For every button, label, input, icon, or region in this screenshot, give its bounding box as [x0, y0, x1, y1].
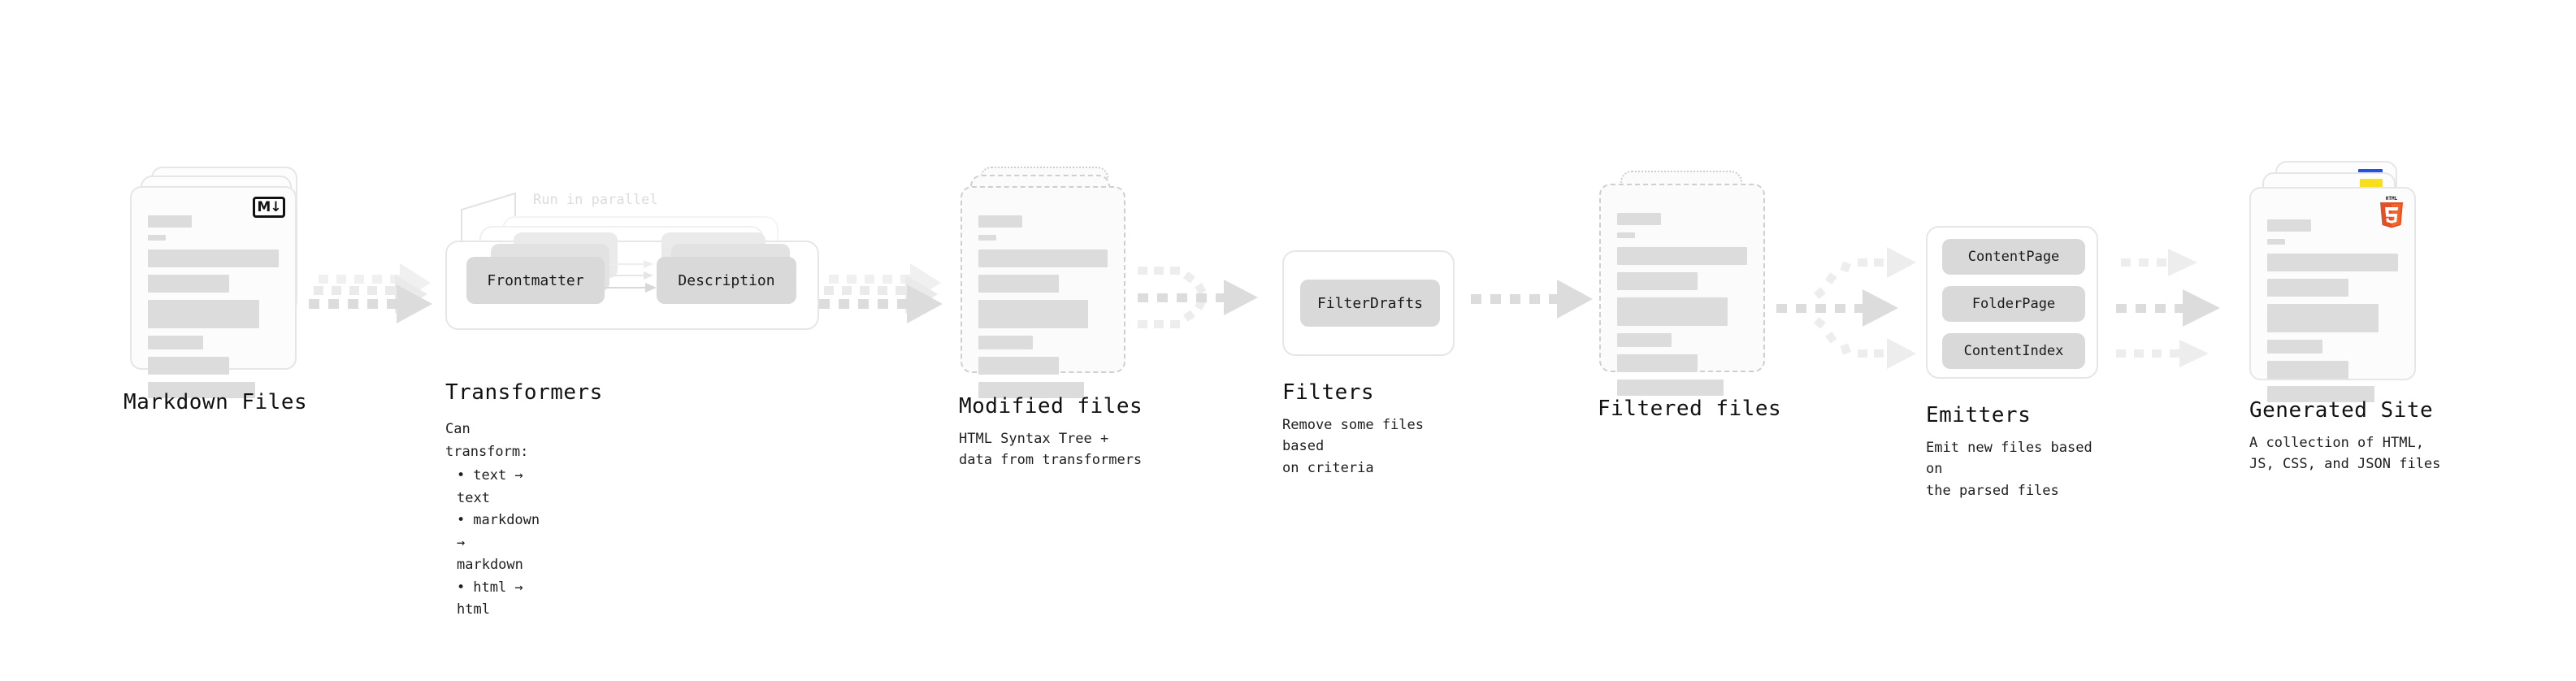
transformers-description-head: Can transform:	[445, 421, 529, 460]
transformer-inner-arrows	[603, 260, 657, 293]
markdown-badge: M↓	[253, 197, 285, 218]
site-placeholder-lines	[2267, 219, 2398, 410]
stage-label-markdown-files: Markdown Files	[124, 390, 308, 414]
emitters-description: Emit new files based on the parsed files	[1926, 440, 2092, 499]
arrow-filtered-to-emitters	[1776, 247, 1916, 369]
parallel-annotation: Run in parallel	[533, 192, 658, 208]
transformer-bullet-text: text → text	[457, 465, 540, 510]
stage-generated-site: HTML Generated Site A collecti	[2249, 161, 2452, 472]
filtered-file-stack	[1599, 171, 1786, 396]
stage-label-generated-site: Generated Site	[2249, 398, 2434, 423]
transformer-bullet-markdown: markdown → markdown	[457, 510, 540, 577]
filtered-placeholder-lines	[1617, 213, 1747, 403]
filters-description: Remove some files based on criteria	[1282, 417, 1424, 476]
modified-placeholder-lines	[978, 215, 1108, 406]
stage-label-modified-files: Modified files	[959, 394, 1143, 419]
html5-badge: HTML	[2380, 196, 2403, 228]
stage-markdown-files: M↓ M↓ M↓ Markdown Files	[124, 167, 317, 414]
transformer-group-front: Frontmatter Frontmatter Frontmatter Desc…	[445, 232, 819, 330]
modified-sheet-front	[961, 186, 1125, 398]
generated-site-stack: HTML	[2249, 161, 2452, 402]
emitter-chip-contentpage[interactable]: ContentPage	[1942, 239, 2085, 275]
generated-site-description: A collection of HTML, JS, CSS, and JSON …	[2249, 435, 2441, 473]
arrow-markdown-to-transformers	[309, 263, 432, 323]
emitters-group-box: ContentPage FolderPage ContentIndex	[1926, 226, 2098, 379]
arrow-filters-to-filtered	[1471, 280, 1593, 319]
stage-filters: FilterDrafts Filters Remove some files b…	[1282, 250, 1455, 476]
modified-file-stack	[961, 167, 1147, 398]
emitter-chip-contentindex[interactable]: ContentIndex	[1942, 333, 2085, 369]
transformer-chip-frontmatter[interactable]: Frontmatter	[466, 257, 605, 304]
filtered-sheet-front	[1599, 184, 1765, 396]
stage-label-filtered-files: Filtered files	[1598, 397, 1782, 421]
arrow-modified-to-filters	[1138, 267, 1258, 328]
transformers-description: Can transform: text → text markdown → ma…	[445, 419, 540, 622]
parallel-bracket	[461, 192, 516, 242]
stage-label-transformers: Transformers	[445, 380, 603, 405]
filter-chip-filterdrafts[interactable]: FilterDrafts	[1300, 280, 1440, 327]
stage-modified-files: Modified files HTML Syntax Tree + data f…	[959, 167, 1147, 468]
markdown-file-stack: M↓ M↓ M↓	[130, 167, 317, 398]
stage-emitters: ContentPage FolderPage ContentIndex Emit…	[1926, 226, 2098, 499]
markdown-sheet-front: M↓	[130, 186, 297, 398]
svg-text:HTML: HTML	[2386, 196, 2398, 202]
stage-filtered-files: Filtered files	[1598, 171, 1786, 421]
stage-label-filters: Filters	[1282, 380, 1375, 405]
stage-label-emitters: Emitters	[1926, 403, 2032, 427]
filters-group-box: FilterDrafts	[1282, 250, 1455, 356]
modified-files-description: HTML Syntax Tree + data from transformer…	[959, 431, 1143, 469]
arrow-transformers-to-modified	[819, 263, 943, 323]
emitter-chip-folderpage[interactable]: FolderPage	[1942, 286, 2085, 322]
site-sheet-front: HTML	[2249, 187, 2416, 402]
transformer-bullet-html: html → html	[457, 577, 540, 622]
markdown-placeholder-lines	[148, 215, 279, 406]
transformer-chip-description[interactable]: Description	[657, 257, 796, 304]
arrow-emitters-to-site	[2116, 249, 2220, 367]
